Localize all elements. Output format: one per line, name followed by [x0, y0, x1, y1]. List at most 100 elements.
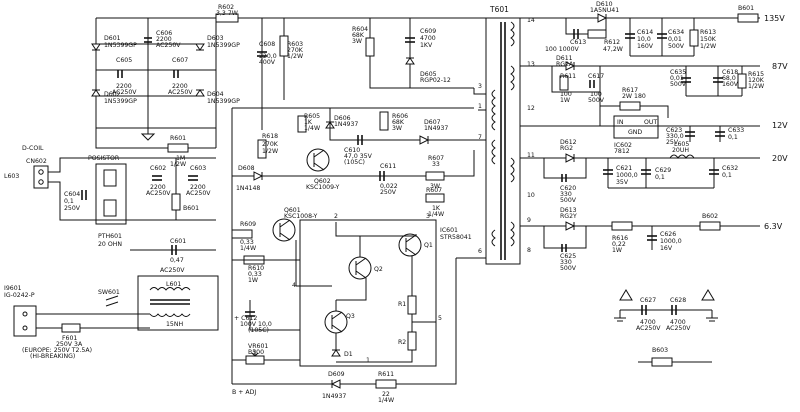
t601-pin-13: 13 — [527, 61, 535, 68]
c628-value2: AC250V — [666, 325, 691, 332]
c605-label: C605 — [116, 57, 132, 64]
c602-label: C602 — [150, 165, 166, 172]
l601-label: L601 — [166, 281, 181, 288]
c607-value2: AC250V — [168, 89, 193, 96]
q602-label: Q602 — [314, 178, 331, 185]
t601-pin-9: 9 — [527, 217, 531, 224]
posistor-title: POSISTOR — [88, 155, 120, 162]
c623-value2: 25V — [666, 139, 679, 146]
q602-value: KSC1009-Y — [306, 184, 340, 191]
c614-label: C614 — [637, 29, 653, 36]
l605-label: L605 — [674, 141, 689, 148]
connector-cn602 — [33, 165, 49, 189]
r611-value2: 1/4W — [378, 397, 394, 404]
r607b-value2: 1/4W — [428, 211, 444, 218]
c618-value: 68,0 — [722, 75, 736, 82]
diode-d602 — [91, 89, 101, 97]
r611-value2: 1W — [560, 97, 570, 104]
resistor-r603 — [279, 35, 289, 57]
cap-c635 — [681, 77, 691, 83]
r607b-value: 1K — [432, 205, 441, 212]
i9601-part: IG-0242-P — [4, 292, 35, 299]
c612-value: 100V 10,0 — [240, 321, 272, 328]
diode-d610 — [597, 13, 608, 23]
warning-icon — [701, 289, 715, 301]
c621-value: 1000,0 — [616, 172, 638, 179]
r605-label: R605 — [304, 113, 320, 120]
q601-label: Q601 — [284, 207, 301, 214]
d610-label: D610 — [596, 1, 613, 8]
d601-label: D601 — [104, 35, 121, 42]
r607b-label: R607 — [426, 187, 442, 194]
cap-c627 — [641, 305, 647, 315]
d603-value: 1N5399GP — [207, 42, 240, 49]
cap-c614 — [625, 33, 635, 39]
r616-value2: 1W — [612, 247, 622, 254]
switch-sw601 — [105, 295, 119, 307]
line-filter-l601: AC250V L601 15NH — [137, 267, 219, 331]
diode-d1 — [331, 349, 341, 357]
regulator-ic602 — [613, 115, 659, 139]
c613-label: C613 — [570, 39, 586, 46]
c609-value: 4700 — [420, 35, 436, 42]
cap-c617 — [589, 80, 595, 88]
cap-c612 — [245, 311, 255, 317]
ic602-in: IN — [617, 119, 624, 126]
resistor-r613 — [689, 29, 699, 47]
cap-c602 — [152, 175, 162, 181]
ic601: IC601 STR58041 2 3 4 5 1 Q1 Q2 Q3 D1 R1 … — [292, 213, 472, 367]
r601-value: 1M — [176, 155, 185, 162]
c625-value: 330 — [560, 259, 572, 266]
output-135v: 135V — [764, 14, 785, 23]
c605-value: 2200 — [116, 83, 132, 90]
warning-icon — [619, 289, 633, 301]
output-6v3: 6.3V — [764, 222, 783, 231]
resistor-r611 — [559, 75, 569, 91]
cap-c632 — [709, 169, 719, 175]
c617-value2: 500V — [588, 97, 605, 104]
c613-value: 100 1000V — [545, 46, 580, 53]
bead-b601 — [737, 13, 759, 23]
r610-label: R610 — [248, 265, 264, 272]
t601-pin-8: 8 — [527, 247, 531, 254]
c635-label: C635 — [670, 69, 686, 76]
d611-value: RG2A — [556, 61, 574, 68]
c623-value: 330,0 — [666, 133, 684, 140]
bead-b602 — [699, 221, 721, 231]
r616-value: 0,22 — [612, 241, 626, 248]
r602-value: 3,3 7W — [216, 10, 238, 17]
r610-value: 0,33 — [248, 271, 262, 278]
europe-note: (EUROPE: 250V T2.5A) — [22, 347, 92, 354]
c608-value2: 400V — [259, 59, 276, 66]
r617-value: 2W 180 — [622, 93, 646, 100]
resistor-r607b — [425, 193, 445, 203]
c604-value2: 250V — [64, 205, 81, 212]
r601-label: R601 — [170, 135, 186, 142]
ic601-label: IC601 — [440, 227, 458, 234]
output-20v: 20V — [772, 154, 788, 163]
r606-value: 68K — [392, 119, 405, 126]
cap-c607 — [173, 70, 179, 78]
ic602-gnd: GND — [628, 129, 642, 136]
r612-value: 47,2W — [603, 46, 623, 53]
resistor-r611 — [375, 379, 397, 389]
c608-value: 220,0 — [259, 53, 277, 60]
d613-value: RG2Y — [560, 213, 577, 220]
c611-label: C611 — [380, 163, 396, 170]
potentiometer-vr601 — [245, 355, 265, 365]
q3-label: Q3 — [346, 313, 355, 320]
c612-label: + C612 — [234, 315, 257, 322]
output-87v: 87V — [772, 62, 788, 71]
c612-value2: (105C) — [248, 327, 269, 334]
b601-label: B601 — [738, 5, 754, 12]
d605-value: RGP02-12 — [420, 77, 451, 84]
resistor-r616 — [611, 221, 633, 231]
degauss-section: D-COIL CN602 L603 POSISTOR PTH601 20 OHN… — [4, 145, 216, 248]
resistor-ir1 — [407, 295, 417, 315]
c621-value2: 35V — [616, 179, 629, 186]
c602-value: 2200 — [150, 184, 166, 191]
d603-label: D603 — [207, 35, 224, 42]
r603-value: 270K — [287, 47, 304, 54]
c607-value: 2200 — [172, 83, 188, 90]
sw601-label: SW601 — [98, 289, 120, 296]
